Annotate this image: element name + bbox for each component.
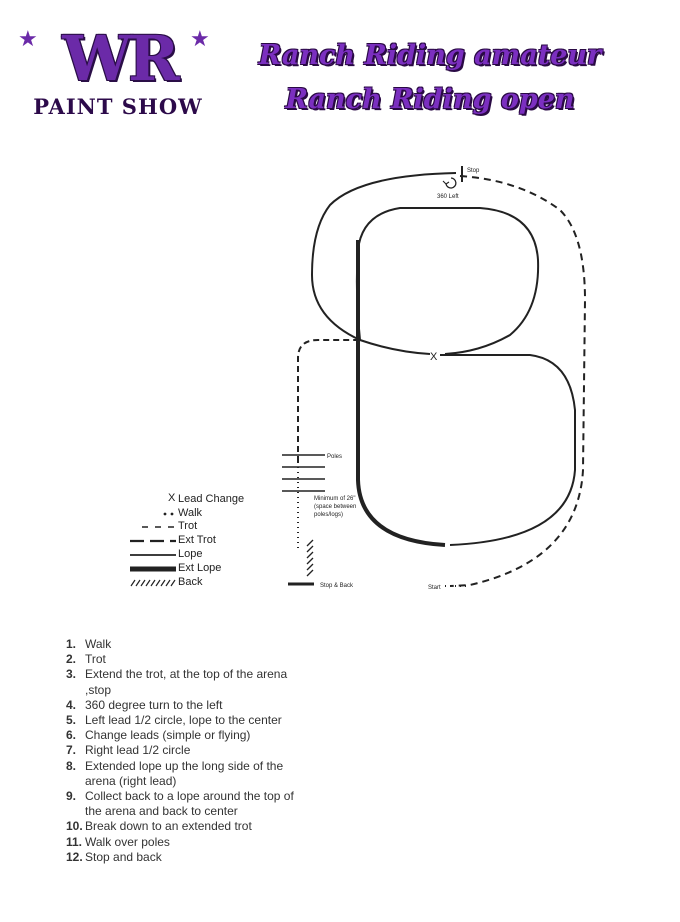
- label-poles: Poles: [327, 454, 342, 460]
- page-title-line-2: Ranch Riding open: [285, 84, 575, 115]
- label-360-left: 360 Left: [437, 194, 459, 200]
- legend-item-ext-trot: Ext Trot: [128, 533, 268, 547]
- lope-path-outer-loop: [310, 172, 457, 355]
- logo-subtitle: PAINT SHOW: [33, 94, 203, 119]
- list-item: 5.Left lead 1/2 circle, lope to the cent…: [66, 713, 282, 728]
- lope-path-right-circle: [440, 354, 576, 546]
- list-item: 9.Collect back to a lope around the top …: [66, 789, 294, 819]
- lead-change-symbol: X: [168, 491, 176, 504]
- legend-label: Walk: [178, 506, 203, 519]
- page-title-line-1: Ranch Riding amateur: [258, 40, 602, 71]
- label-minimum-spacing: Minimum of 26": [314, 496, 355, 502]
- legend-label: Back: [178, 575, 203, 588]
- lead-change-x-marker: X: [430, 351, 438, 363]
- list-item: 2.Trot: [66, 652, 106, 667]
- legend-label: Ext Trot: [178, 534, 216, 547]
- turn-360-left-icon: [442, 177, 457, 189]
- list-item: 12.Stop and back: [66, 849, 162, 864]
- ext-lope-line-symbol: [128, 562, 178, 574]
- label-stop: Stop: [467, 168, 480, 174]
- list-item: 11.Walk over poles: [66, 834, 170, 849]
- lope-path-inner-loop: [355, 207, 540, 355]
- legend-item-walk: Walk: [128, 506, 268, 520]
- trot-path-left: [297, 339, 360, 462]
- label-start: Start: [428, 585, 441, 591]
- back-marks: [306, 539, 314, 577]
- walk-line-symbol: [128, 507, 178, 519]
- list-item: 10.Break down to an extended trot: [66, 819, 252, 834]
- list-item: 4.360 degree turn to the left: [66, 697, 223, 712]
- legend-label: Lope: [178, 548, 203, 561]
- list-item: 1.Walk: [66, 637, 112, 651]
- star-icon: ★: [190, 26, 210, 51]
- label-minimum-spacing: poles/logs): [314, 512, 343, 518]
- logo-wordmark: WR: [62, 22, 179, 95]
- list-item: 7.Right lead 1/2 circle: [66, 743, 191, 758]
- wr-paint-show-logo: ★ WR ★ PAINT SHOW: [18, 22, 218, 122]
- trot-line-symbol: [128, 520, 178, 532]
- legend-item-trot: Trot: [128, 520, 268, 534]
- extended-lope-path: [356, 240, 446, 547]
- list-item: 3.Extend the trot, at the top of the are…: [66, 667, 288, 697]
- ext-trot-line-symbol: [128, 534, 178, 546]
- lope-line-symbol: [128, 548, 178, 560]
- back-line-symbol: [128, 576, 178, 588]
- legend-label: Ext Lope: [178, 561, 222, 574]
- list-item: 8.Extended lope up the long side of the …: [66, 758, 284, 788]
- legend-item-lope: Lope: [128, 547, 268, 561]
- extended-trot-path: [449, 175, 587, 587]
- legend-item-ext-lope: Ext Lope: [128, 561, 268, 575]
- label-minimum-spacing: (space between: [314, 504, 356, 510]
- label-stop-and-back: Stop & Back: [320, 583, 354, 589]
- legend: X Lead Change Walk Trot Ext Trot Lope Ex…: [128, 492, 268, 589]
- list-item: 6.Change leads (simple or flying): [66, 728, 251, 743]
- star-icon: ★: [18, 26, 38, 51]
- legend-label: Lead Change: [178, 492, 245, 505]
- pattern-steps-list: 1.Walk 2.Trot 3.Extend the trot, at the …: [66, 637, 296, 865]
- legend-label: Trot: [178, 520, 198, 533]
- legend-item-back: Back: [128, 575, 268, 589]
- legend-item-lead-change: X Lead Change: [128, 492, 268, 506]
